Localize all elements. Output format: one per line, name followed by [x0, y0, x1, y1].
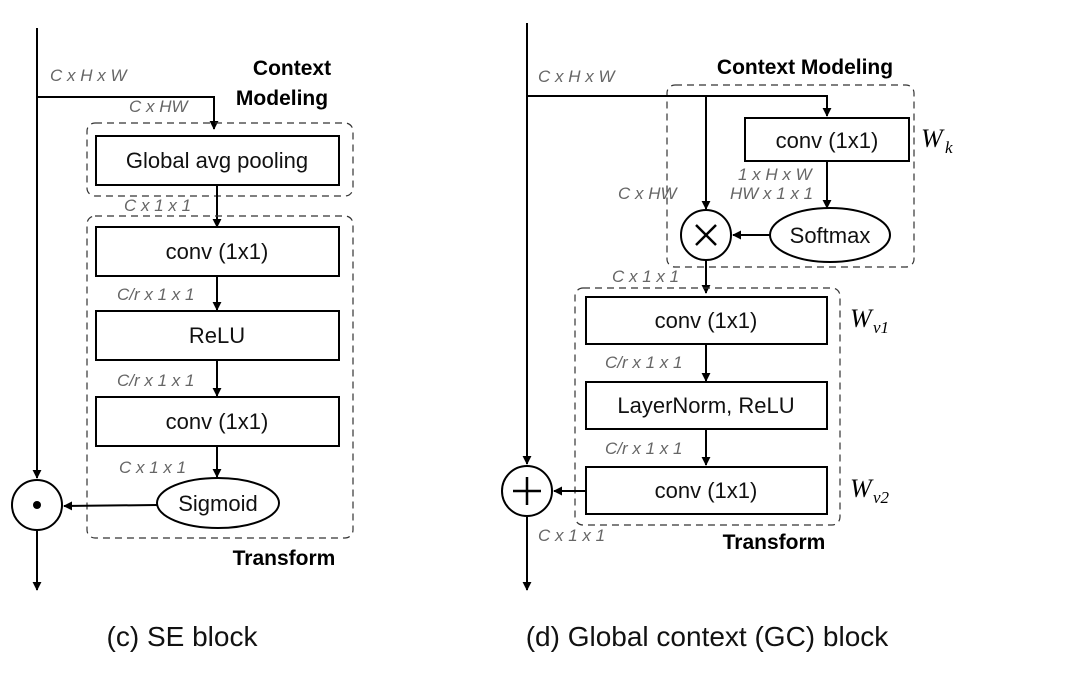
- se-output-dim: C x 1 x 1: [119, 458, 186, 477]
- gc-norm-label: LayerNorm, ReLU: [617, 393, 794, 418]
- gc-block: C x H x W Context Modeling conv (1x1) W …: [501, 23, 953, 652]
- gc-transform-group: [574, 287, 841, 526]
- gc-context-label: Context Modeling: [717, 56, 893, 79]
- gc-wv1-symbol: W: [850, 304, 874, 333]
- se-conv2-label: conv (1x1): [166, 409, 269, 434]
- gc-context-group: [666, 84, 915, 268]
- se-pool-box: [95, 135, 340, 186]
- se-transform-label: Transform: [233, 547, 336, 570]
- se-reduced-dim-2: C/r x 1 x 1: [117, 371, 194, 390]
- se-relu-box: [95, 310, 340, 361]
- se-sigmoid-node: [156, 477, 280, 529]
- se-sigmoid-label: Sigmoid: [178, 491, 257, 516]
- gc-input-dim: C x H x W: [538, 67, 616, 86]
- gc-wk-symbol: W: [921, 124, 945, 153]
- gc-add-plus-icon: [513, 477, 541, 505]
- gc-attn-dim: 1 x H x W: [738, 165, 814, 184]
- gc-softmax-label: Softmax: [790, 223, 871, 248]
- gc-conv-v2-label: conv (1x1): [655, 478, 758, 503]
- gc-conv-k-label: conv (1x1): [776, 128, 879, 153]
- gc-output-dim: C x 1 x 1: [538, 526, 605, 545]
- se-branch-arrow: [37, 96, 219, 130]
- se-sigmoid-to-scale-arrow: [63, 501, 158, 511]
- se-context-label: Context: [253, 57, 331, 80]
- gc-transform-label: Transform: [723, 531, 826, 554]
- gc-reduced-dim-1: C/r x 1 x 1: [605, 353, 682, 372]
- se-pooled-dim: C x 1 x 1: [124, 196, 191, 215]
- se-conv1-label: conv (1x1): [166, 239, 269, 264]
- gc-wv1-sub: v1: [873, 318, 889, 337]
- gc-conv-v2-box: [585, 466, 828, 515]
- se-conv1-box: [95, 226, 340, 277]
- gc-branch-arrow: [527, 95, 832, 117]
- se-pool-label: Global avg pooling: [126, 148, 308, 173]
- gc-attn-reshape-dim: HW x 1 x 1: [730, 184, 813, 203]
- gc-caption: (d) Global context (GC) block: [526, 621, 890, 652]
- se-caption: (c) SE block: [107, 621, 259, 652]
- se-block: C x H x W C x HW Context Modeling Global…: [11, 28, 354, 652]
- se-context-label-2: Modeling: [236, 87, 328, 110]
- gc-conv-v1-label: conv (1x1): [655, 308, 758, 333]
- gc-reduced-dim-2: C/r x 1 x 1: [605, 439, 682, 458]
- se-input-dim: C x H x W: [50, 66, 128, 85]
- gc-feat-reshape-dim: C x HW: [618, 184, 679, 203]
- se-scale-dot-icon: [33, 501, 41, 509]
- gc-conv-v1-box: [585, 296, 828, 345]
- se-context-group: [86, 122, 354, 197]
- gc-wk-sub: k: [945, 138, 953, 157]
- se-transform-group: [86, 215, 354, 539]
- gc-wv2-sub: v2: [873, 488, 890, 507]
- gc-context-dim: C x 1 x 1: [612, 267, 679, 286]
- gc-wv2-symbol: W: [850, 474, 874, 503]
- se-relu-label: ReLU: [189, 323, 245, 348]
- gc-norm-box: [585, 381, 828, 430]
- gc-matmul-cross-icon: [695, 224, 717, 246]
- gc-conv-k-box: [744, 117, 910, 162]
- se-reduced-dim-1: C/r x 1 x 1: [117, 285, 194, 304]
- se-reshape-dim: C x HW: [129, 97, 190, 116]
